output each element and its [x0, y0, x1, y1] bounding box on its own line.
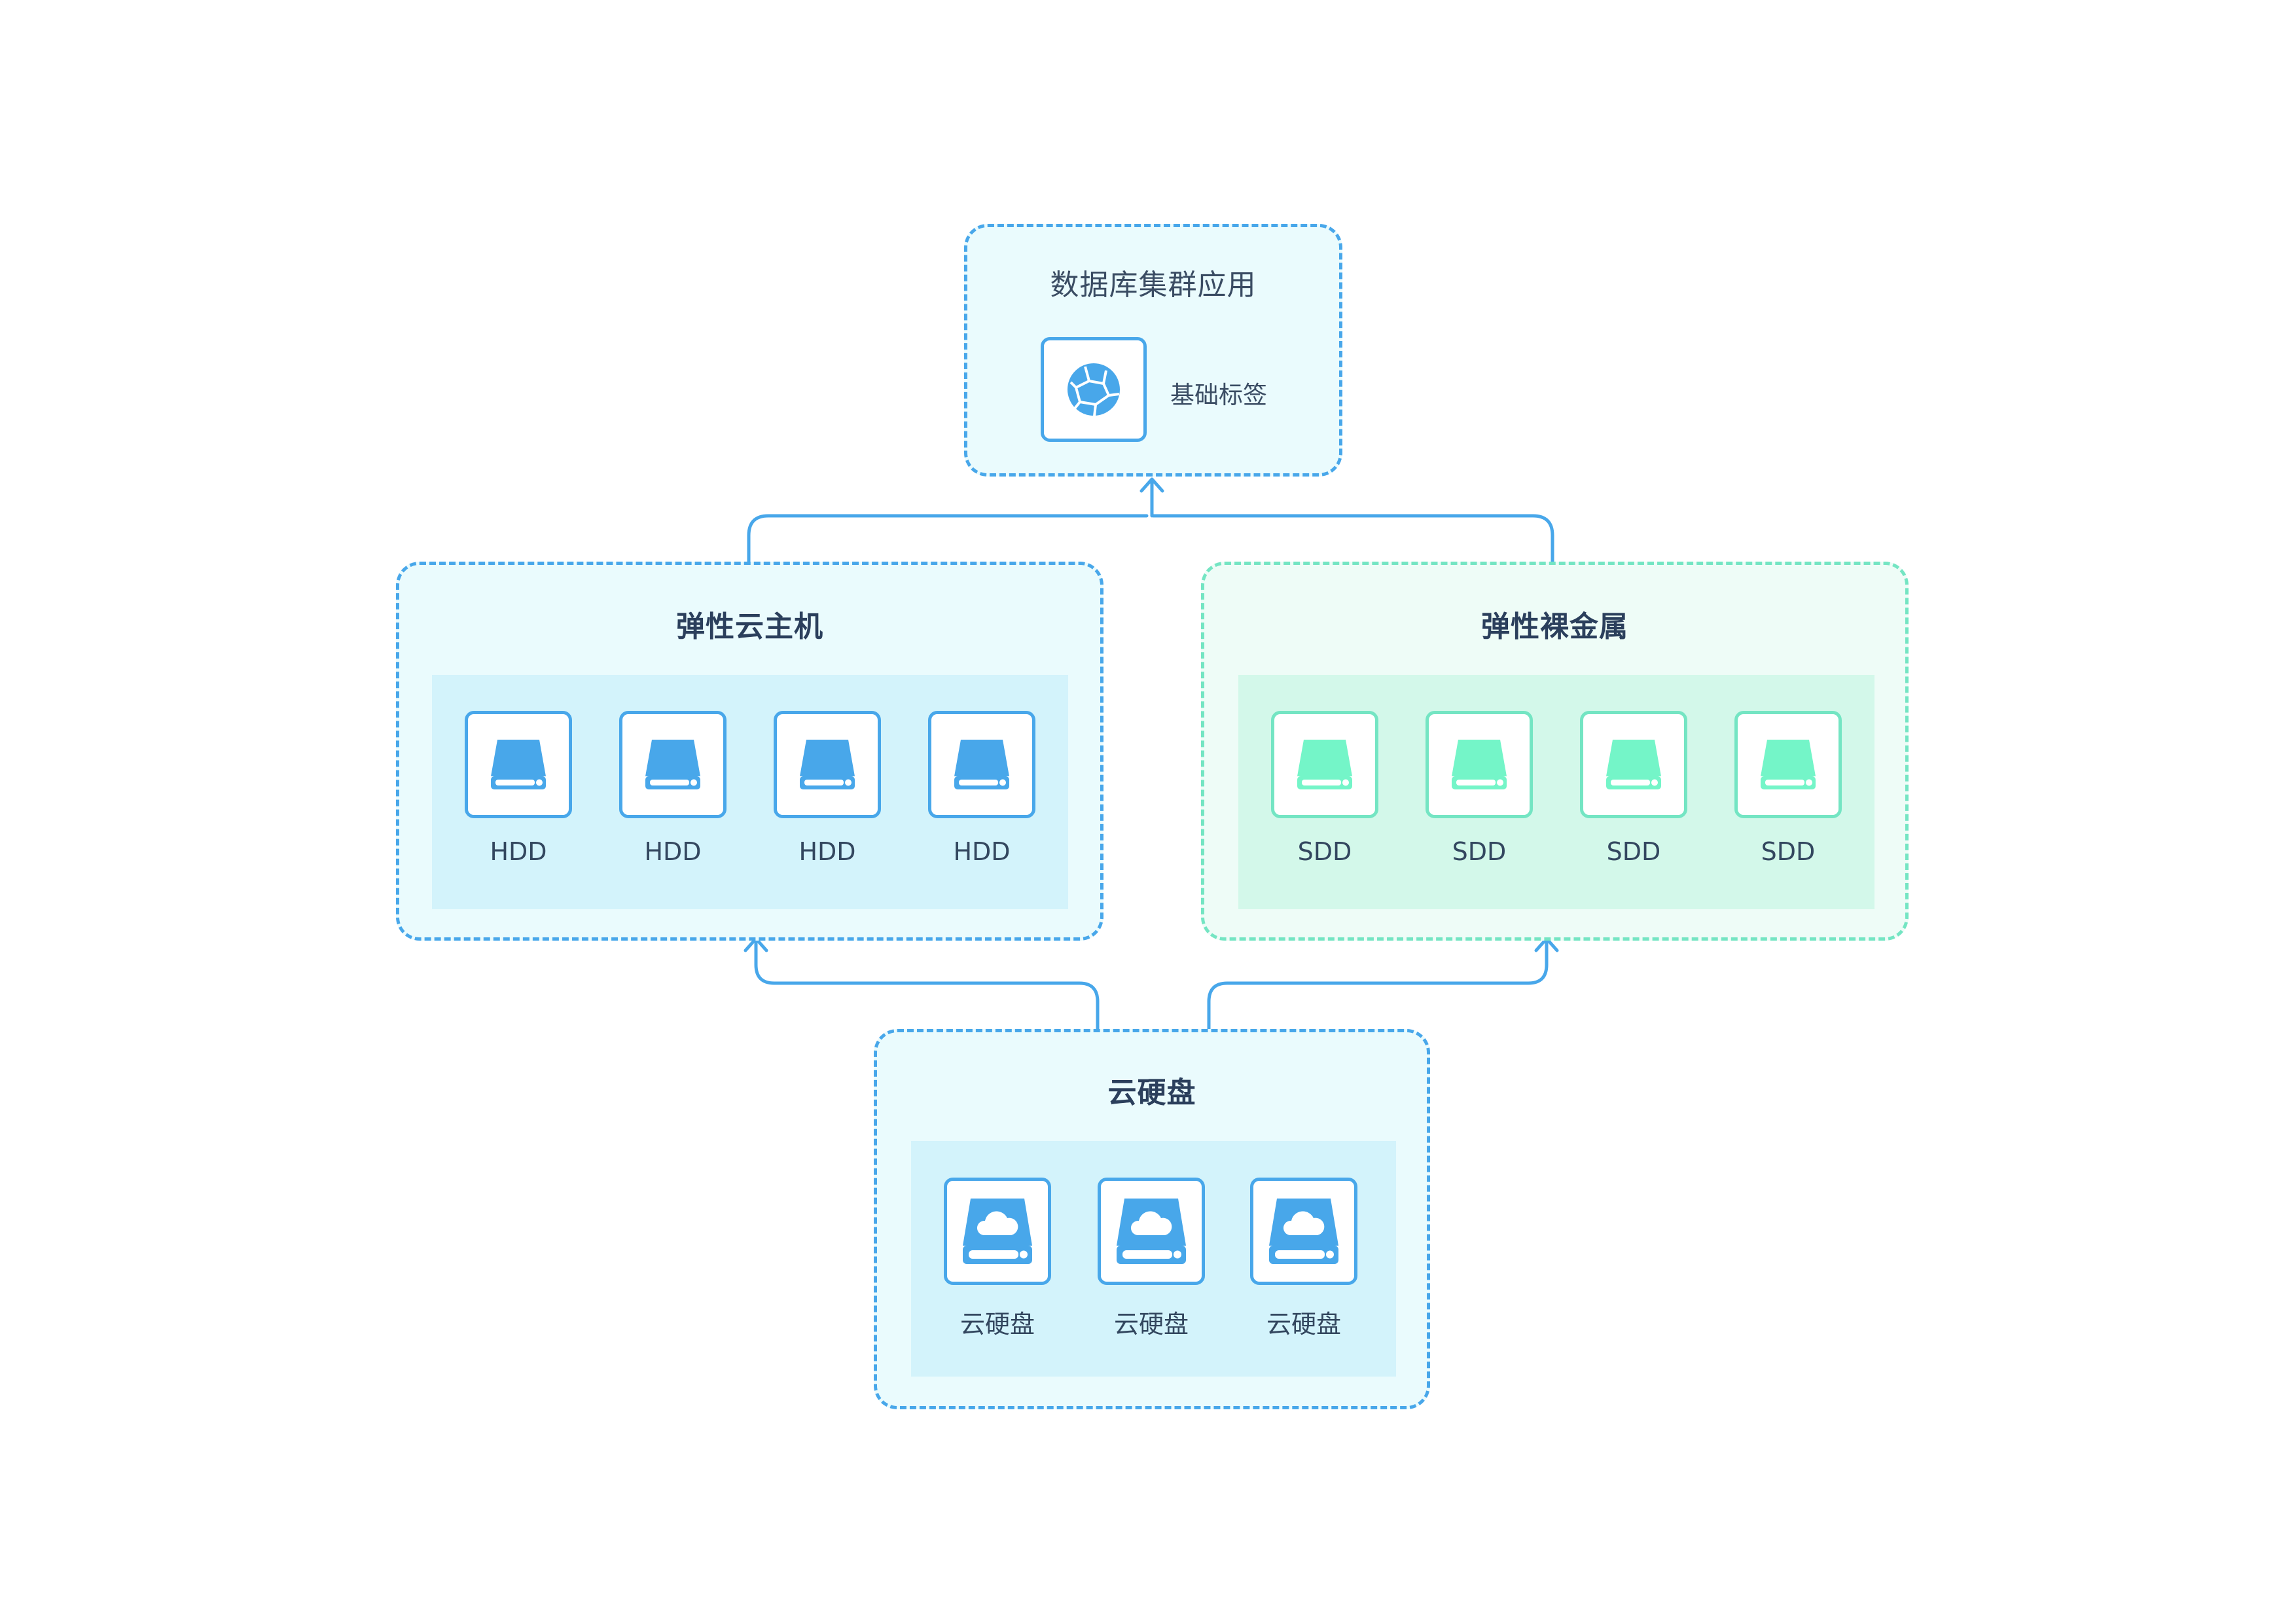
hdd-item[interactable]: HDD: [465, 711, 572, 866]
hdd-icon: [645, 740, 700, 789]
hdd-item[interactable]: HDD: [619, 711, 726, 866]
sdd-item[interactable]: SDD: [1426, 711, 1533, 866]
cloud-disk-icon: [1117, 1199, 1186, 1264]
hdd-icon: [491, 740, 546, 789]
sdd-item[interactable]: SDD: [1734, 711, 1842, 866]
globe-icon: [1067, 363, 1120, 417]
hdd-container: HDD HDD HDD HDD: [432, 675, 1068, 909]
cloud-disk-item[interactable]: 云硬盘: [944, 1178, 1051, 1339]
cloud-disk-icon: [963, 1199, 1032, 1264]
cloud-disk-panel: 云硬盘 云硬盘 云硬盘 云硬盘: [874, 1029, 1430, 1409]
elastic-cloud-host-panel: 弹性云主机 HDD HDD HDD HDD: [396, 562, 1103, 941]
cloud-disk-label: 云硬盘: [1113, 1310, 1189, 1339]
sdd-label: SDD: [1761, 837, 1816, 866]
database-cluster-title: 数据库集群应用: [1050, 268, 1257, 302]
base-tag-label: 基础标签: [1170, 381, 1267, 409]
cloud-disk-container: 云硬盘 云硬盘 云硬盘: [911, 1141, 1396, 1377]
sdd-container: SDD SDD SDD SDD: [1238, 675, 1874, 909]
sdd-label: SDD: [1297, 837, 1352, 866]
hdd-label: HDD: [953, 837, 1011, 866]
hdd-item[interactable]: HDD: [774, 711, 881, 866]
connector-bottom-to-left: [754, 939, 1100, 1031]
hdd-icon: [800, 740, 855, 789]
sdd-item[interactable]: SDD: [1580, 711, 1687, 866]
hdd-label: HDD: [490, 837, 547, 866]
cloud-disk-icon: [1269, 1199, 1338, 1264]
sdd-label: SDD: [1452, 837, 1507, 866]
hdd-icon: [954, 740, 1009, 789]
cloud-disk-item[interactable]: 云硬盘: [1098, 1178, 1205, 1339]
cloud-disk-title: 云硬盘: [1107, 1076, 1196, 1110]
hdd-item[interactable]: HDD: [928, 711, 1035, 866]
elastic-cloud-host-title: 弹性云主机: [676, 610, 823, 643]
hdd-label: HDD: [798, 837, 856, 866]
database-cluster-panel: 数据库集群应用 基础标签: [964, 224, 1342, 477]
sdd-label: SDD: [1606, 837, 1661, 866]
hdd-label: HDD: [644, 837, 702, 866]
connector-right-to-top: [1151, 514, 1554, 564]
cloud-disk-label: 云硬盘: [960, 1310, 1035, 1339]
connector-bottom-to-right: [1207, 939, 1549, 1031]
connector-left-to-top: [747, 514, 1149, 564]
sdd-icon: [1606, 740, 1661, 789]
sdd-icon: [1297, 740, 1352, 789]
elastic-bare-metal-title: 弹性裸金属: [1481, 610, 1628, 643]
sdd-icon: [1452, 740, 1507, 789]
sdd-item[interactable]: SDD: [1271, 711, 1378, 866]
base-tag-tile[interactable]: [1041, 337, 1147, 442]
elastic-bare-metal-panel: 弹性裸金属 SDD SDD SDD SDD: [1201, 562, 1909, 941]
cloud-disk-item[interactable]: 云硬盘: [1250, 1178, 1357, 1339]
arrowhead-top: [1139, 477, 1164, 493]
sdd-icon: [1761, 740, 1816, 789]
cloud-disk-label: 云硬盘: [1266, 1310, 1341, 1339]
